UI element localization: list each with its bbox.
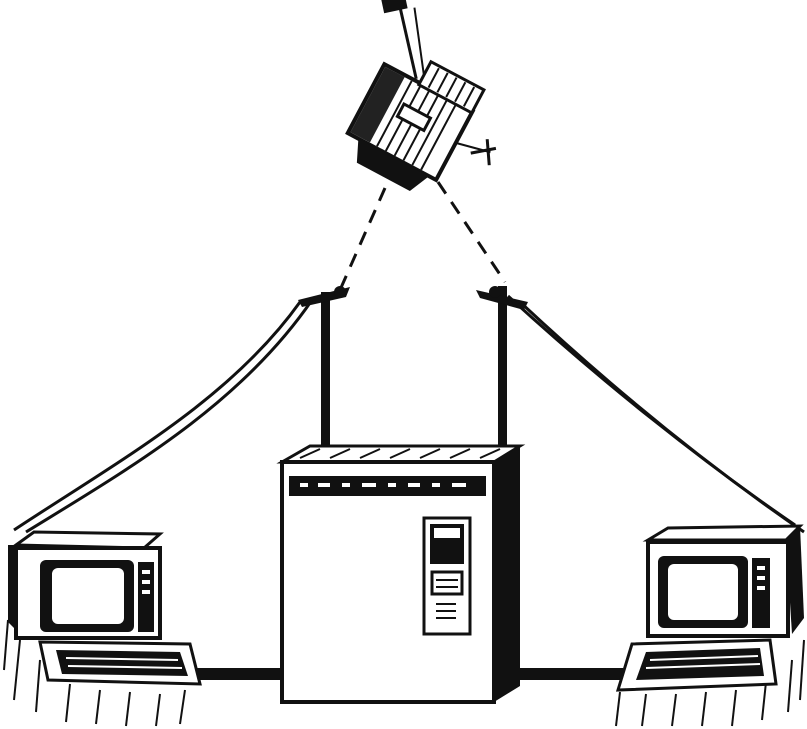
left-satellite-link xyxy=(340,188,385,290)
right-satellite-link xyxy=(438,182,505,282)
computer-terminal-icon xyxy=(4,532,200,726)
left-overhead-cable xyxy=(14,300,312,532)
server-cabinet-icon xyxy=(282,446,520,702)
computer-terminal-icon xyxy=(616,526,804,726)
right-ground-cable xyxy=(503,668,623,680)
right-antenna-mast xyxy=(476,286,528,450)
right-overhead-cable xyxy=(508,296,804,532)
satellite-icon xyxy=(304,0,545,218)
